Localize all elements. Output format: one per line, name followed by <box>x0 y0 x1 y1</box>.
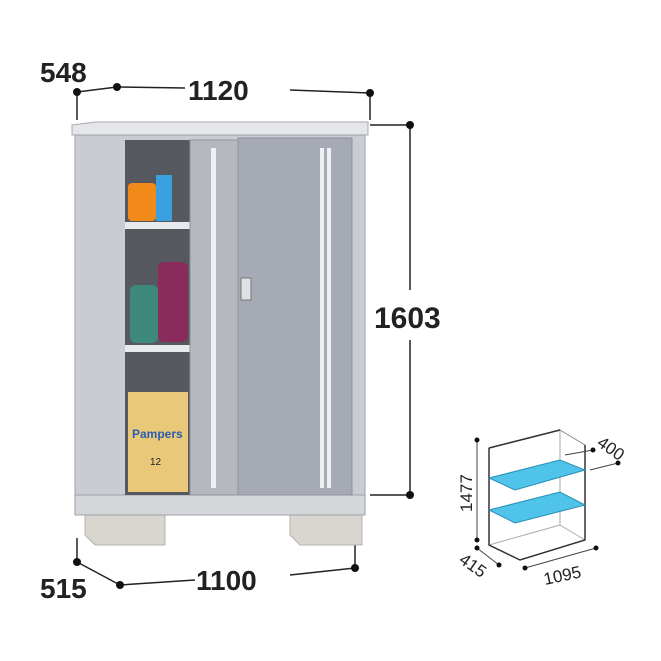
interior-width-label: 1095 <box>542 562 583 588</box>
interior-height-label: 1477 <box>457 474 476 512</box>
right-door <box>237 137 353 496</box>
height-label: 1603 <box>374 302 441 335</box>
shed-body: Pampers 12 <box>71 121 369 516</box>
lower-shelf <box>487 491 587 524</box>
box-label: Pampers <box>132 427 183 441</box>
shelf-depth-label: 400 <box>594 433 628 465</box>
upper-shelf <box>487 459 587 491</box>
box-number: 12 <box>150 457 162 468</box>
lock-icon <box>240 277 252 301</box>
top-width-label: 1120 <box>188 75 249 106</box>
spray-bottle <box>156 175 172 221</box>
diaper-box <box>128 392 188 492</box>
thermos <box>158 262 188 342</box>
dimension-dots <box>73 83 414 589</box>
right-door-handle <box>320 148 324 488</box>
left-door-handle <box>211 148 216 488</box>
bottom-depth-label: 515 <box>40 573 87 604</box>
green-jug <box>130 285 158 343</box>
bottom-width-label: 1100 <box>196 565 257 596</box>
interior-diagram: 1477 400 415 1095 <box>456 429 628 589</box>
top-depth-label: 548 <box>40 57 87 88</box>
orange-container <box>128 183 156 221</box>
